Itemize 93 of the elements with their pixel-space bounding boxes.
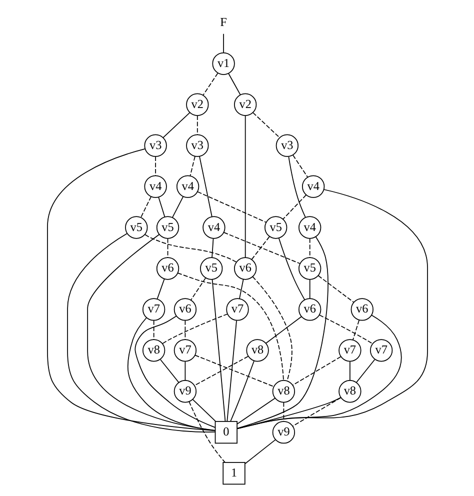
node-circle: v4 bbox=[302, 175, 324, 198]
connector bbox=[202, 72, 218, 96]
connector bbox=[292, 356, 341, 386]
connector bbox=[188, 401, 225, 463]
connector bbox=[156, 278, 164, 300]
connector bbox=[288, 156, 306, 218]
node-circle: v5 bbox=[200, 257, 222, 280]
connector bbox=[308, 279, 310, 299]
connector bbox=[190, 278, 206, 300]
node-circle: v5 bbox=[156, 216, 179, 239]
connector bbox=[282, 402, 284, 422]
node-circle: v4 bbox=[298, 216, 321, 239]
connector bbox=[228, 73, 240, 96]
connector bbox=[355, 359, 375, 383]
connector bbox=[349, 361, 350, 381]
node-circle: v5 bbox=[124, 216, 148, 239]
connector bbox=[140, 196, 152, 218]
node-circle: v3 bbox=[275, 134, 298, 157]
node-circle: v6 bbox=[350, 298, 373, 321]
connector bbox=[176, 272, 284, 381]
connector bbox=[222, 232, 300, 264]
node-circle: v6 bbox=[156, 257, 179, 280]
connector bbox=[166, 238, 168, 258]
connector bbox=[317, 275, 354, 303]
node-circle: v6 bbox=[298, 298, 321, 321]
connector bbox=[154, 156, 156, 176]
connector bbox=[236, 314, 402, 430]
connector bbox=[236, 189, 428, 430]
connector bbox=[144, 234, 236, 262]
node-text: F bbox=[220, 14, 226, 29]
connector bbox=[211, 279, 226, 422]
node-circle: v4 bbox=[144, 175, 166, 198]
connector bbox=[196, 191, 266, 223]
node-box: 1 bbox=[222, 462, 245, 485]
node-circle: v5 bbox=[264, 216, 287, 239]
connector bbox=[238, 278, 244, 299]
node-circle: v4 bbox=[176, 175, 199, 198]
connector bbox=[171, 196, 184, 218]
connector bbox=[352, 320, 359, 340]
connector bbox=[162, 112, 190, 138]
connector bbox=[252, 276, 292, 382]
connector bbox=[46, 148, 216, 432]
connector bbox=[250, 236, 270, 260]
connector bbox=[162, 314, 228, 344]
connector bbox=[236, 398, 275, 424]
connector bbox=[211, 238, 214, 258]
connector bbox=[244, 115, 246, 258]
node-circle: v7 bbox=[226, 298, 248, 321]
node-circle: v9 bbox=[173, 380, 196, 403]
connector bbox=[236, 397, 341, 430]
node-circle: v3 bbox=[186, 134, 208, 157]
node-circle: v9 bbox=[272, 421, 295, 444]
connector bbox=[226, 320, 236, 422]
connector bbox=[292, 397, 341, 426]
node-circle: v8 bbox=[338, 380, 361, 403]
connector bbox=[282, 194, 306, 220]
node-circle: v4 bbox=[202, 216, 225, 239]
connector bbox=[158, 196, 165, 218]
node-circle: v6 bbox=[234, 257, 256, 280]
connector bbox=[152, 320, 154, 340]
connector bbox=[265, 316, 302, 344]
connector bbox=[194, 356, 248, 386]
connector bbox=[292, 154, 308, 178]
node-circle: v8 bbox=[272, 380, 295, 403]
node-circle: v1 bbox=[212, 52, 234, 75]
connector bbox=[184, 320, 186, 340]
node-box: 0 bbox=[214, 421, 237, 444]
connector bbox=[244, 439, 276, 464]
node-circle: v8 bbox=[142, 339, 165, 362]
connector bbox=[278, 238, 305, 300]
node-circle: v2 bbox=[234, 93, 256, 116]
connector bbox=[196, 115, 198, 136]
node-circle: v2 bbox=[186, 93, 208, 116]
connector bbox=[222, 33, 224, 54]
connector bbox=[308, 238, 310, 258]
node-circle: v6 bbox=[173, 298, 196, 321]
node-circle: v7 bbox=[173, 339, 196, 362]
node-circle: v5 bbox=[298, 257, 321, 280]
node-circle: v7 bbox=[142, 298, 165, 321]
connector bbox=[160, 359, 179, 383]
connector bbox=[198, 156, 212, 217]
node-circle: v7 bbox=[369, 339, 392, 362]
connector bbox=[194, 354, 274, 387]
connector bbox=[192, 399, 216, 422]
connector bbox=[252, 112, 280, 138]
connector bbox=[184, 361, 186, 381]
connector bbox=[236, 236, 328, 429]
connector bbox=[189, 156, 195, 176]
connector bbox=[318, 314, 372, 344]
connector bbox=[230, 360, 254, 422]
node-circle: v3 bbox=[144, 134, 166, 157]
node-circle: v8 bbox=[246, 339, 268, 362]
node-circle: v7 bbox=[338, 339, 361, 362]
